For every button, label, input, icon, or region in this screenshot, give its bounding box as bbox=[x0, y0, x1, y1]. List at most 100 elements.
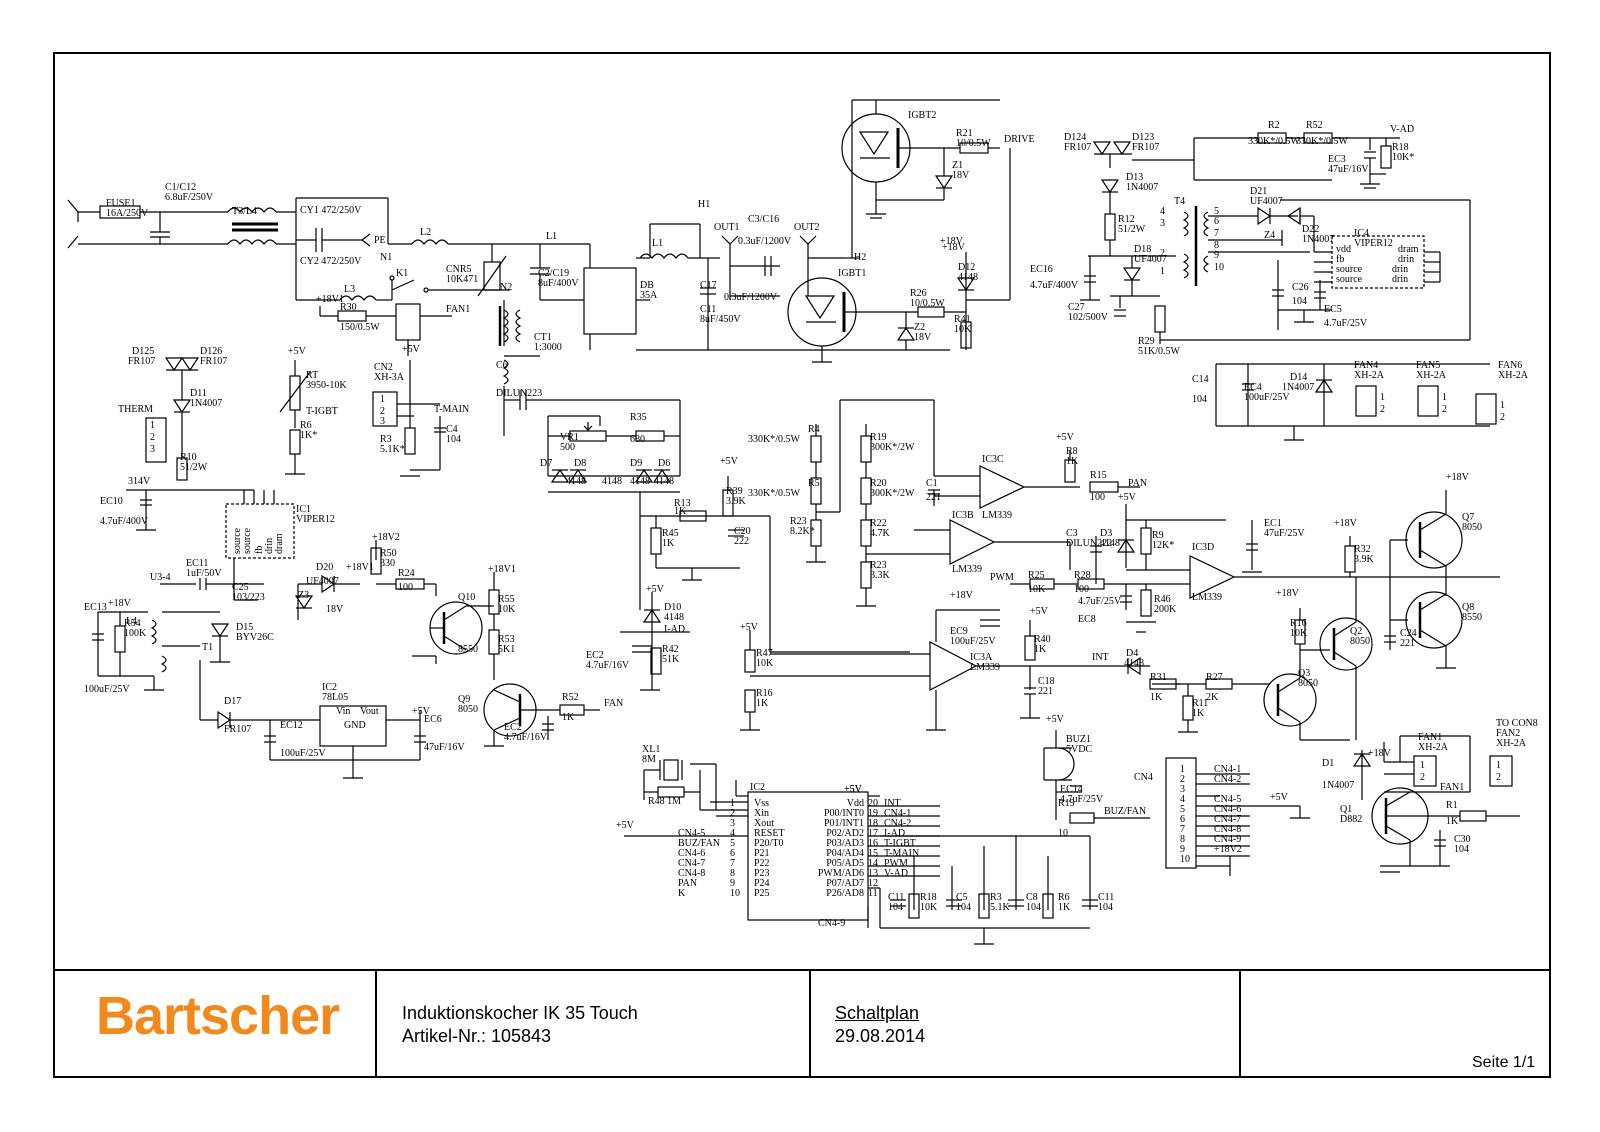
label-conn-pin-12: 3 bbox=[150, 444, 155, 455]
label-5v-10: +5V bbox=[1270, 792, 1289, 803]
label-c27-1: 102/500V bbox=[1068, 312, 1109, 323]
label-t4-pin-3: 1 bbox=[1160, 266, 1165, 277]
label-ec4-0: EC4 bbox=[1244, 382, 1262, 393]
label-r29-1: 51K/0.5W bbox=[1138, 346, 1181, 357]
label-c27-0: C27 bbox=[1068, 302, 1085, 313]
page-number: Seite 1/1 bbox=[1472, 1054, 1536, 1071]
label-mcu-right-7: PWM/AD6 bbox=[818, 868, 864, 879]
fan1-connector bbox=[1413, 755, 1437, 787]
label-ec2a-0: EC2 bbox=[586, 650, 604, 661]
label-d124: D124 bbox=[1064, 132, 1086, 143]
label-r41-1: 10K bbox=[954, 324, 972, 335]
label-c2c19-0: C2/C19 bbox=[538, 268, 569, 279]
label-d11-1: 1N4007 bbox=[190, 398, 222, 409]
label-ec3-0: EC3 bbox=[1328, 154, 1346, 165]
label-ic4-pin-7: drin bbox=[1392, 274, 1408, 285]
label-18v-1: +18V bbox=[1446, 472, 1470, 483]
label-mcu-lnet-7: CN4-8 bbox=[678, 868, 705, 879]
label-h2tag: H2 bbox=[854, 252, 866, 263]
label-r31-1: 1K bbox=[1150, 692, 1163, 703]
label-buzfan: BUZ/FAN bbox=[1104, 806, 1146, 817]
label-d15-0: D15 bbox=[236, 622, 253, 633]
r13 bbox=[679, 510, 707, 522]
label-r24-0: R24 bbox=[398, 568, 415, 579]
label-18v-z3: 18V bbox=[326, 604, 344, 615]
label-mcu-rnet-5: T-IGBT bbox=[884, 838, 916, 849]
label-q3-1: 8050 bbox=[1298, 678, 1318, 689]
label-q2-1: 8050 bbox=[1350, 636, 1370, 647]
label-z1-0: Z1 bbox=[952, 160, 963, 171]
label-t4-pin-2: 2 bbox=[1160, 248, 1165, 259]
fan2-connector bbox=[1489, 755, 1513, 787]
r16 bbox=[744, 689, 756, 713]
label-conn-pin-15: 3 bbox=[380, 416, 385, 427]
label-c3b-1: DILUN222 bbox=[1066, 538, 1112, 549]
label-mcu-rnet-0: +5V bbox=[844, 784, 863, 795]
label-fan6-1: XH-2A bbox=[1498, 370, 1529, 381]
label-conn-pin-0: 1 bbox=[1380, 392, 1385, 403]
label-ec11-1: 1uF/50V bbox=[186, 568, 222, 579]
label-gnd: GND bbox=[344, 720, 366, 731]
label-xl1-1: 8M bbox=[642, 754, 656, 765]
r6-adc bbox=[1042, 893, 1054, 919]
label-d22-1: 1N4007 bbox=[1302, 234, 1334, 245]
label-c11-1: 8uF/450V bbox=[700, 314, 741, 325]
label-d18-1: UF4007 bbox=[1134, 254, 1167, 265]
label-mcu-pinno-12: 12 bbox=[868, 878, 878, 889]
label-18v2: +18V2 bbox=[372, 532, 400, 543]
label-r40-1: 1K bbox=[1034, 644, 1047, 655]
label-mcu-rnet-9: CN4-9 bbox=[818, 918, 845, 929]
r18-adc bbox=[908, 893, 920, 919]
label-r46-0: R46 bbox=[1154, 594, 1171, 605]
label-adc-0a: C11 bbox=[888, 892, 904, 903]
label-fan6-0: FAN6 bbox=[1498, 360, 1522, 371]
label-mcu-right-3: P02/AD2 bbox=[826, 828, 864, 839]
label-d8: D8 bbox=[574, 458, 586, 469]
label-conn-pin-6: 1 bbox=[1420, 760, 1425, 771]
label-5v-2: +5V bbox=[1056, 432, 1075, 443]
label-c6-0: C6 bbox=[496, 360, 508, 371]
label-q1-0: Q1 bbox=[1340, 804, 1352, 815]
label-ec11-0: EC11 bbox=[186, 558, 208, 569]
label-c1b-0: C1 bbox=[926, 478, 938, 489]
therm-connector bbox=[145, 417, 167, 463]
label-d125: D125 bbox=[132, 346, 154, 357]
label-d126: D126 bbox=[200, 346, 222, 357]
q7 bbox=[1405, 511, 1463, 569]
q8 bbox=[1405, 591, 1463, 649]
label-mcu-pinno-18: 18 bbox=[868, 818, 878, 829]
label-mcu-left-9: P25 bbox=[754, 888, 770, 899]
label-mcu-pinno-6: 6 bbox=[730, 848, 735, 859]
label-ec12-0: EC12 bbox=[280, 720, 303, 731]
fan5-connector bbox=[1417, 385, 1439, 417]
label-5v-3: +5V bbox=[1118, 492, 1137, 503]
label-r27-1: 2K bbox=[1206, 692, 1219, 703]
bridge-rectifier-db bbox=[583, 267, 637, 335]
label-ec2b-1: 4.7uF/16V bbox=[504, 732, 548, 743]
label-mcu-left-3: RESET bbox=[754, 828, 785, 839]
q2 bbox=[1319, 617, 1373, 671]
label-mcu-pinno-7: 7 bbox=[730, 858, 735, 869]
label-r52c-1: 330K*/0.5W bbox=[1296, 136, 1349, 147]
label-r47-1: 10K bbox=[756, 658, 774, 669]
label-cn4-net-0: CN4-1 bbox=[1214, 764, 1241, 775]
label-d17-0: D17 bbox=[224, 696, 241, 707]
label-r47-0: R47 bbox=[756, 648, 773, 659]
label-conn-pin-5: 2 bbox=[1500, 412, 1505, 423]
label-18v-2: +18V bbox=[1334, 518, 1358, 529]
label-q7-1: 8050 bbox=[1462, 522, 1482, 533]
fan6-connector bbox=[1475, 393, 1497, 425]
label-4148-3: 4148 bbox=[654, 476, 674, 487]
label-mcu-pinno-20: 20 bbox=[868, 798, 878, 809]
label-ic4-pin-4: dram bbox=[1398, 244, 1419, 255]
label-cn4-net-1: CN4-2 bbox=[1214, 774, 1241, 785]
label-conn-pin-10: 1 bbox=[150, 420, 155, 431]
label-r21-0: R21 bbox=[956, 128, 973, 139]
label-d14-0: D14 bbox=[1290, 372, 1307, 383]
label-r26-1: 10/0.5W bbox=[910, 298, 945, 309]
label-xl1-0: XL1 bbox=[642, 744, 660, 755]
label-r39-0: R39 bbox=[726, 486, 743, 497]
label-z3: Z3 bbox=[298, 590, 309, 601]
label-n1: N1 bbox=[380, 252, 392, 263]
label-tigbt: T-IGBT bbox=[306, 406, 338, 417]
